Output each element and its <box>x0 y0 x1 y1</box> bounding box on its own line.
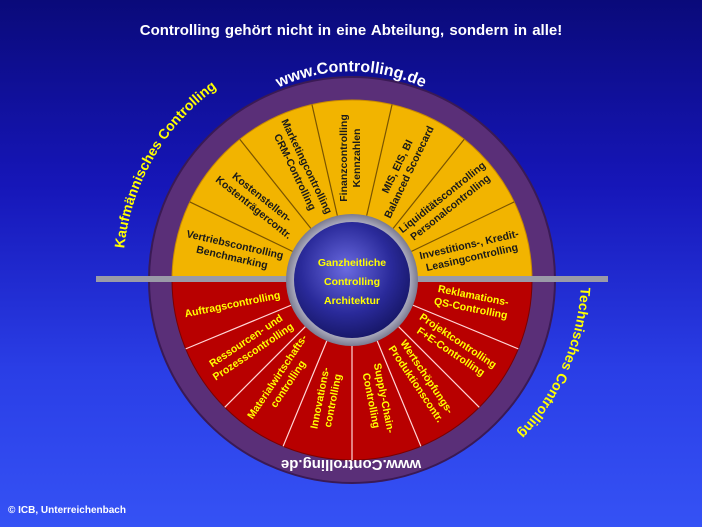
center-line-2: Controlling <box>324 276 380 288</box>
segment-dividers <box>185 104 519 460</box>
segment-divider-line <box>398 326 480 408</box>
segment-divider-line <box>311 104 338 216</box>
upper-segment-4-line-1: Finanzcontrolling <box>338 114 350 202</box>
segment-divider-line <box>376 340 422 447</box>
copyright-notice: © ICB, Unterreichenbach <box>8 505 126 516</box>
center-line-3: Architektur <box>324 295 380 307</box>
slide-title: Controlling gehört nicht in eine Abteilu… <box>139 22 563 39</box>
segment-divider-line <box>412 304 519 350</box>
segment-divider-line <box>392 138 465 229</box>
segment-divider-line <box>411 201 515 252</box>
segment-divider-line <box>282 340 328 447</box>
segment-divider-line <box>224 326 306 408</box>
segment-divider-line <box>189 201 293 252</box>
upper-half <box>171 99 533 281</box>
center-line-1: Ganzheitliche <box>318 257 386 269</box>
segment-divider-line <box>239 138 312 229</box>
segment-divider-line <box>366 104 393 216</box>
segment-divider-line <box>185 304 292 350</box>
bottom-url-label: www.Controlling.de <box>281 456 422 473</box>
upper-segment-4-line-2: Kennzahlen <box>351 129 363 188</box>
center-circle <box>294 222 410 338</box>
